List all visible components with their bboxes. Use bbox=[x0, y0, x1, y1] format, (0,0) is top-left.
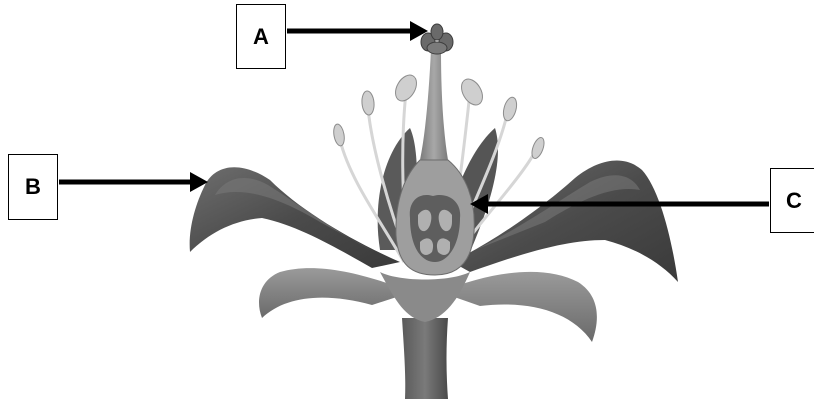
anther-2 bbox=[361, 91, 375, 116]
anther-5 bbox=[501, 96, 519, 122]
stem bbox=[402, 318, 448, 399]
label-a: A bbox=[253, 24, 269, 50]
label-c: C bbox=[786, 188, 802, 214]
anther-6 bbox=[530, 136, 547, 160]
label-b: B bbox=[25, 174, 41, 200]
anther-1 bbox=[332, 123, 346, 146]
label-b-box: B bbox=[8, 154, 58, 220]
stigma bbox=[421, 24, 453, 54]
label-a-box: A bbox=[236, 4, 286, 69]
label-c-box: C bbox=[770, 168, 814, 233]
petal-left bbox=[190, 167, 400, 268]
anther-3 bbox=[391, 71, 421, 104]
anther-4 bbox=[457, 75, 487, 108]
style bbox=[420, 50, 448, 160]
